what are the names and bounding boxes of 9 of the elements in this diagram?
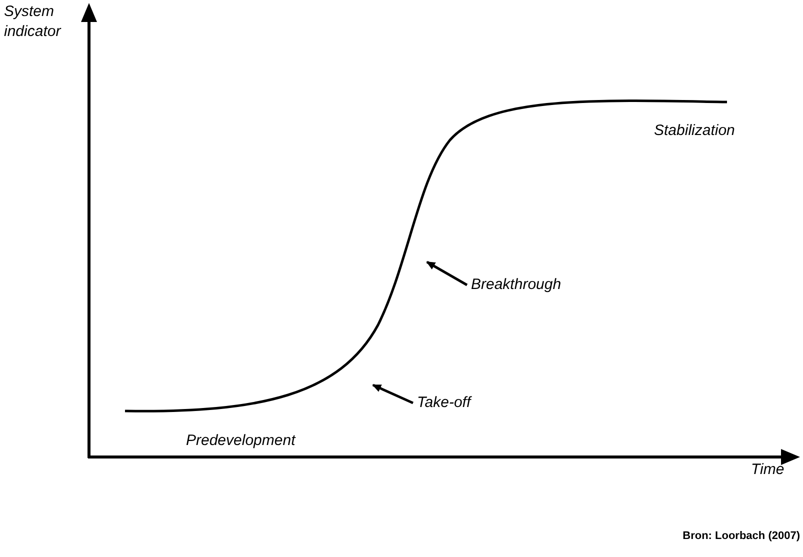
arrow	[426, 260, 468, 286]
source-note: Bron: Loorbach (2007)	[682, 529, 800, 544]
curve-phase-label: Breakthrough	[471, 275, 562, 295]
axis-title: Time	[751, 460, 784, 480]
curve-phase-label: Take-off	[417, 393, 471, 413]
phase-label: Stabilization	[654, 121, 735, 141]
phase-label: Predevelopment	[186, 431, 296, 451]
arrow	[372, 384, 414, 404]
axis-title: System indicator	[4, 2, 62, 42]
